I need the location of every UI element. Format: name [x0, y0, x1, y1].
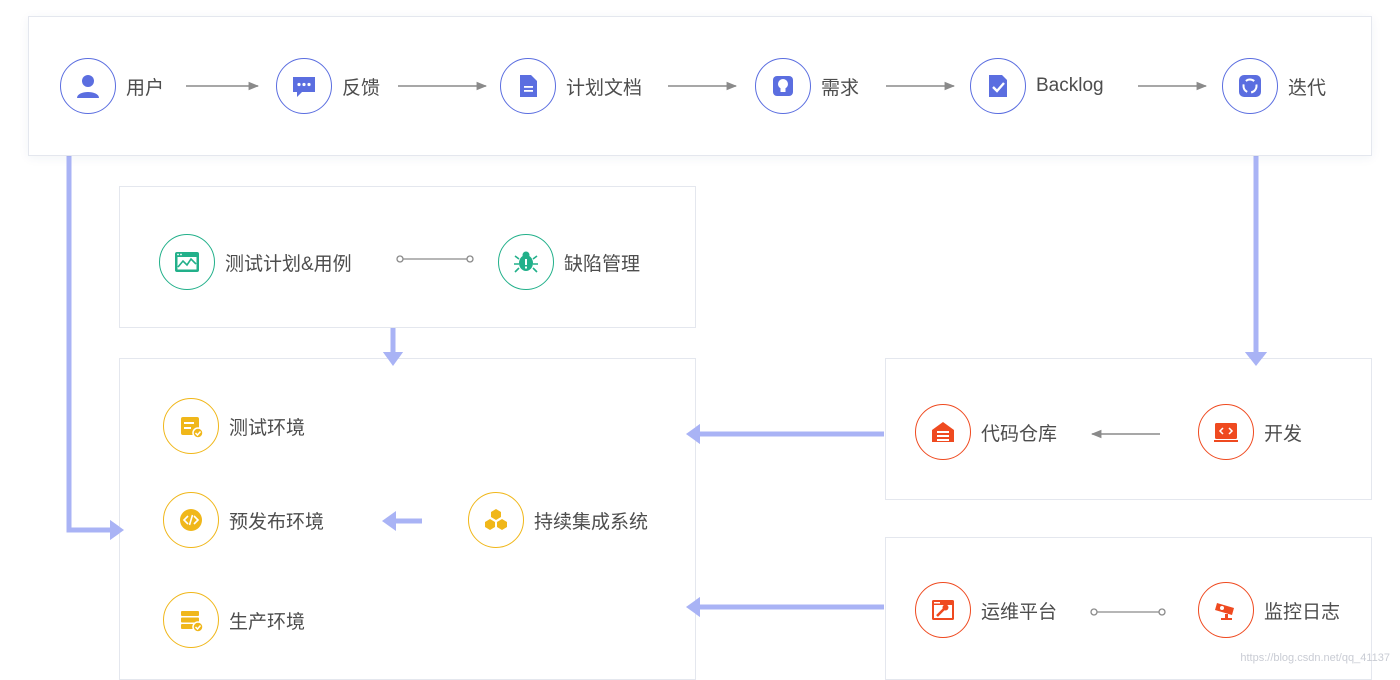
node-plan-doc: 计划文档: [500, 58, 642, 114]
node-test-env: 测试环境: [163, 398, 305, 454]
node-ci-system-label: 持续集成系统: [534, 511, 649, 533]
node-ops-platform-label: 运维平台: [981, 601, 1058, 623]
node-production-env: 生产环境: [163, 592, 305, 648]
code-icon: [163, 492, 219, 548]
cubes-icon: [468, 492, 524, 548]
node-feedback: 反馈: [276, 58, 380, 114]
user-icon: [60, 58, 116, 114]
camera-icon: [1198, 582, 1254, 638]
server-check-icon: [163, 398, 219, 454]
node-test-plan-label: 测试计划&用例: [225, 253, 352, 275]
node-code-repo: 代码仓库: [915, 404, 1057, 460]
cycle-icon: [1222, 58, 1278, 114]
node-pre-release-env-label: 预发布环境: [229, 511, 325, 533]
warehouse-icon: [915, 404, 971, 460]
arrow-user-to-env: [66, 156, 110, 533]
node-backlog-label: Backlog: [1036, 75, 1104, 96]
node-defect-label: 缺陷管理: [564, 253, 641, 275]
wrench-window-icon: [915, 582, 971, 638]
node-backlog: Backlog: [970, 58, 1104, 114]
node-feedback-label: 反馈: [342, 77, 381, 99]
node-monitoring-label: 监控日志: [1264, 601, 1341, 623]
testing-panel: [119, 186, 696, 328]
node-requirement-label: 需求: [821, 77, 860, 99]
watermark: https://blog.csdn.net/qq_41137: [1240, 652, 1390, 664]
node-develop: 开发: [1198, 404, 1302, 460]
node-ops-platform: 运维平台: [915, 582, 1057, 638]
chart-window-icon: [159, 234, 215, 290]
node-code-repo-label: 代码仓库: [981, 423, 1058, 445]
node-monitoring: 监控日志: [1198, 582, 1340, 638]
node-test-env-label: 测试环境: [229, 417, 306, 439]
node-iteration-label: 迭代: [1288, 77, 1327, 99]
node-test-plan: 测试计划&用例: [159, 234, 352, 290]
node-develop-label: 开发: [1264, 423, 1303, 445]
requirements-flow-panel: [28, 16, 1372, 156]
checklist-icon: [970, 58, 1026, 114]
node-production-env-label: 生产环境: [229, 611, 306, 633]
node-defect: 缺陷管理: [498, 234, 640, 290]
code-screen-icon: [1198, 404, 1254, 460]
node-plan-doc-label: 计划文档: [566, 77, 643, 99]
node-requirement: 需求: [755, 58, 859, 114]
lightbulb-icon: [755, 58, 811, 114]
server-list-icon: [163, 592, 219, 648]
document-icon: [500, 58, 556, 114]
bug-icon: [498, 234, 554, 290]
node-pre-release-env: 预发布环境: [163, 492, 324, 548]
node-user: 用户: [60, 58, 164, 114]
chat-icon: [276, 58, 332, 114]
node-ci-system: 持续集成系统: [468, 492, 648, 548]
node-user-label: 用户: [126, 77, 165, 99]
node-iteration: 迭代: [1222, 58, 1326, 114]
